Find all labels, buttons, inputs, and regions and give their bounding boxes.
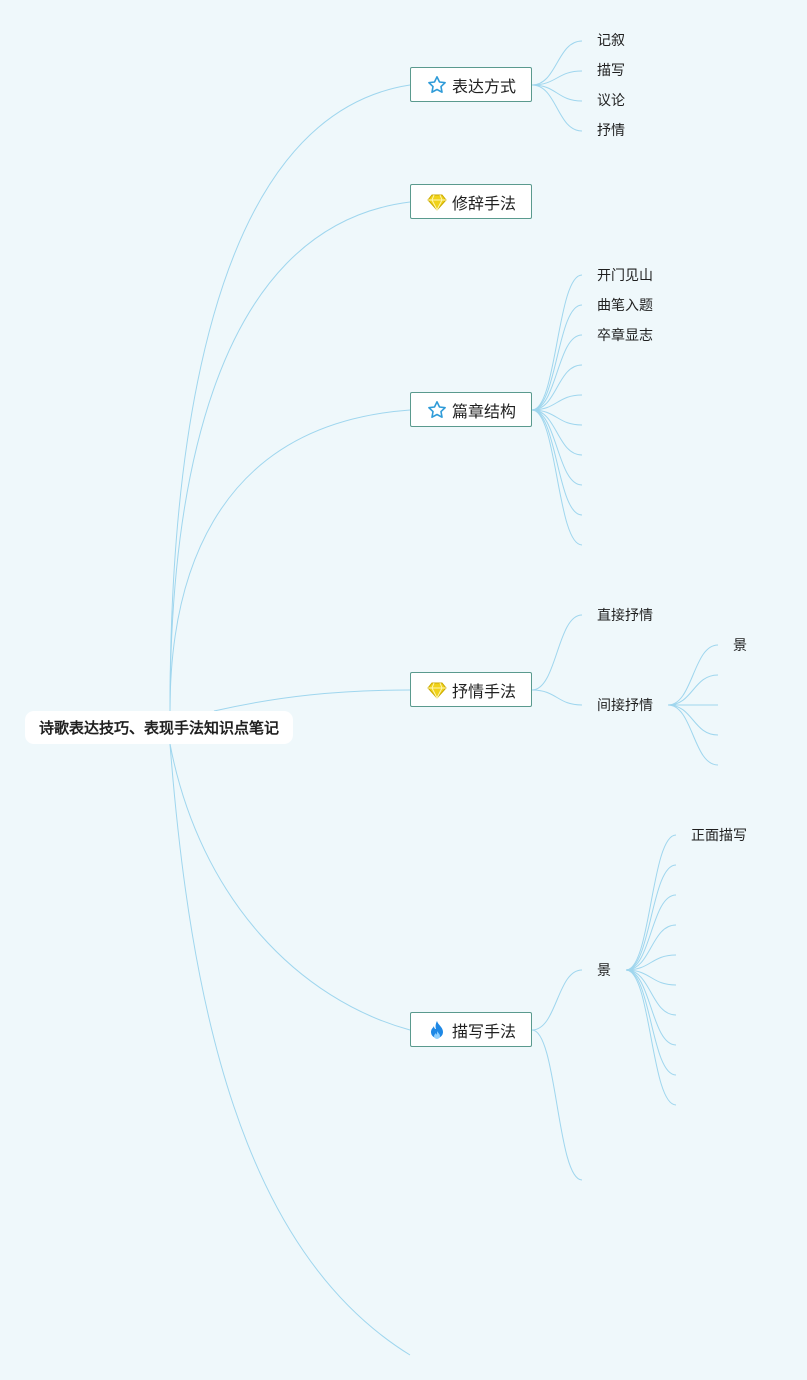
branch-node-expression[interactable]: 表达方式 xyxy=(410,67,532,102)
leaf-direct-opening[interactable]: 开门见山 xyxy=(597,268,653,284)
branch-label: 篇章结构 xyxy=(452,401,517,421)
connector-b3-child-6 xyxy=(531,409,583,456)
connector-b3-child-0 xyxy=(531,274,583,411)
leaf-indirect-opening[interactable]: 曲笔入题 xyxy=(597,298,653,314)
connector-b5-sub-2 xyxy=(625,894,677,971)
leaf-description[interactable]: 描写 xyxy=(597,63,625,79)
leaf-argument[interactable]: 议论 xyxy=(597,93,625,109)
connector-b4-sub-1 xyxy=(667,674,719,706)
connector-b3-child-1 xyxy=(531,304,583,411)
diamond-icon xyxy=(427,192,447,212)
leaf-scenery[interactable]: 景 xyxy=(733,638,747,654)
connector-b3-child-5 xyxy=(531,409,583,426)
leaf-scenery[interactable]: 景 xyxy=(597,963,611,979)
leaf-indirect-lyric[interactable]: 间接抒情 xyxy=(597,698,653,714)
connector-b3-child-4 xyxy=(531,394,583,411)
branch-node-structure[interactable]: 篇章结构 xyxy=(410,392,532,427)
connector-b5-sub-0 xyxy=(625,834,677,971)
connector-root-b2 xyxy=(169,201,411,712)
diamond-icon xyxy=(427,680,447,700)
star-icon xyxy=(427,400,447,420)
connector-b5-sub-9 xyxy=(625,969,677,1106)
connector-b5-second xyxy=(531,1029,583,1181)
connector-b4-indirect xyxy=(531,689,583,706)
connector-b4-sub-4 xyxy=(667,704,719,766)
branch-node-rhetoric[interactable]: 修辞手法 xyxy=(410,184,532,219)
connector-b4-sub-0 xyxy=(667,644,719,706)
leaf-front-description[interactable]: 正面描写 xyxy=(691,828,747,844)
connector-b1-child-3 xyxy=(531,84,583,132)
connector-b4-sub-3 xyxy=(667,704,719,736)
flame-icon xyxy=(427,1020,447,1040)
leaf-ending-theme[interactable]: 卒章显志 xyxy=(597,328,653,344)
connector-b5-sub-8 xyxy=(625,969,677,1076)
connector-root-b3 xyxy=(169,409,411,712)
connector-b5-sub-5 xyxy=(625,969,677,986)
connector-b5-sub-7 xyxy=(625,969,677,1046)
branch-node-lyric[interactable]: 抒情手法 xyxy=(410,672,532,707)
root-topic-label: 诗歌表达技巧、表现手法知识点笔记 xyxy=(39,719,280,737)
root-topic[interactable]: 诗歌表达技巧、表现手法知识点笔记 xyxy=(25,711,294,744)
branch-node-description[interactable]: 描写手法 xyxy=(410,1012,532,1047)
branch-label: 抒情手法 xyxy=(452,681,517,701)
connector-root-b4 xyxy=(213,689,411,712)
star-icon xyxy=(427,75,447,95)
connector-b5-scenery xyxy=(531,969,583,1031)
connector-root-b5 xyxy=(169,743,411,1031)
connector-b5-sub-1 xyxy=(625,864,677,971)
connector-b1-child-0 xyxy=(531,40,583,86)
connector-b5-sub-6 xyxy=(625,969,677,1016)
connector-b3-child-7 xyxy=(531,409,583,486)
leaf-narration[interactable]: 记叙 xyxy=(597,33,625,49)
leaf-direct-lyric[interactable]: 直接抒情 xyxy=(597,608,653,624)
branch-label: 描写手法 xyxy=(452,1021,517,1041)
connector-root-b6 xyxy=(169,743,411,1356)
connector-b5-sub-3 xyxy=(625,924,677,971)
leaf-lyric[interactable]: 抒情 xyxy=(597,123,625,139)
connector-b5-sub-4 xyxy=(625,954,677,971)
connector-root-b1 xyxy=(169,84,411,712)
connector-b4-direct xyxy=(531,614,583,691)
connector-b1-child-1 xyxy=(531,70,583,86)
connector-b1-child-2 xyxy=(531,84,583,102)
branch-label: 修辞手法 xyxy=(452,193,517,213)
branch-label: 表达方式 xyxy=(452,76,517,96)
connector-b3-child-2 xyxy=(531,334,583,411)
connector-b3-child-8 xyxy=(531,409,583,516)
connector-b3-child-9 xyxy=(531,409,583,546)
connector-b3-child-3 xyxy=(531,364,583,411)
